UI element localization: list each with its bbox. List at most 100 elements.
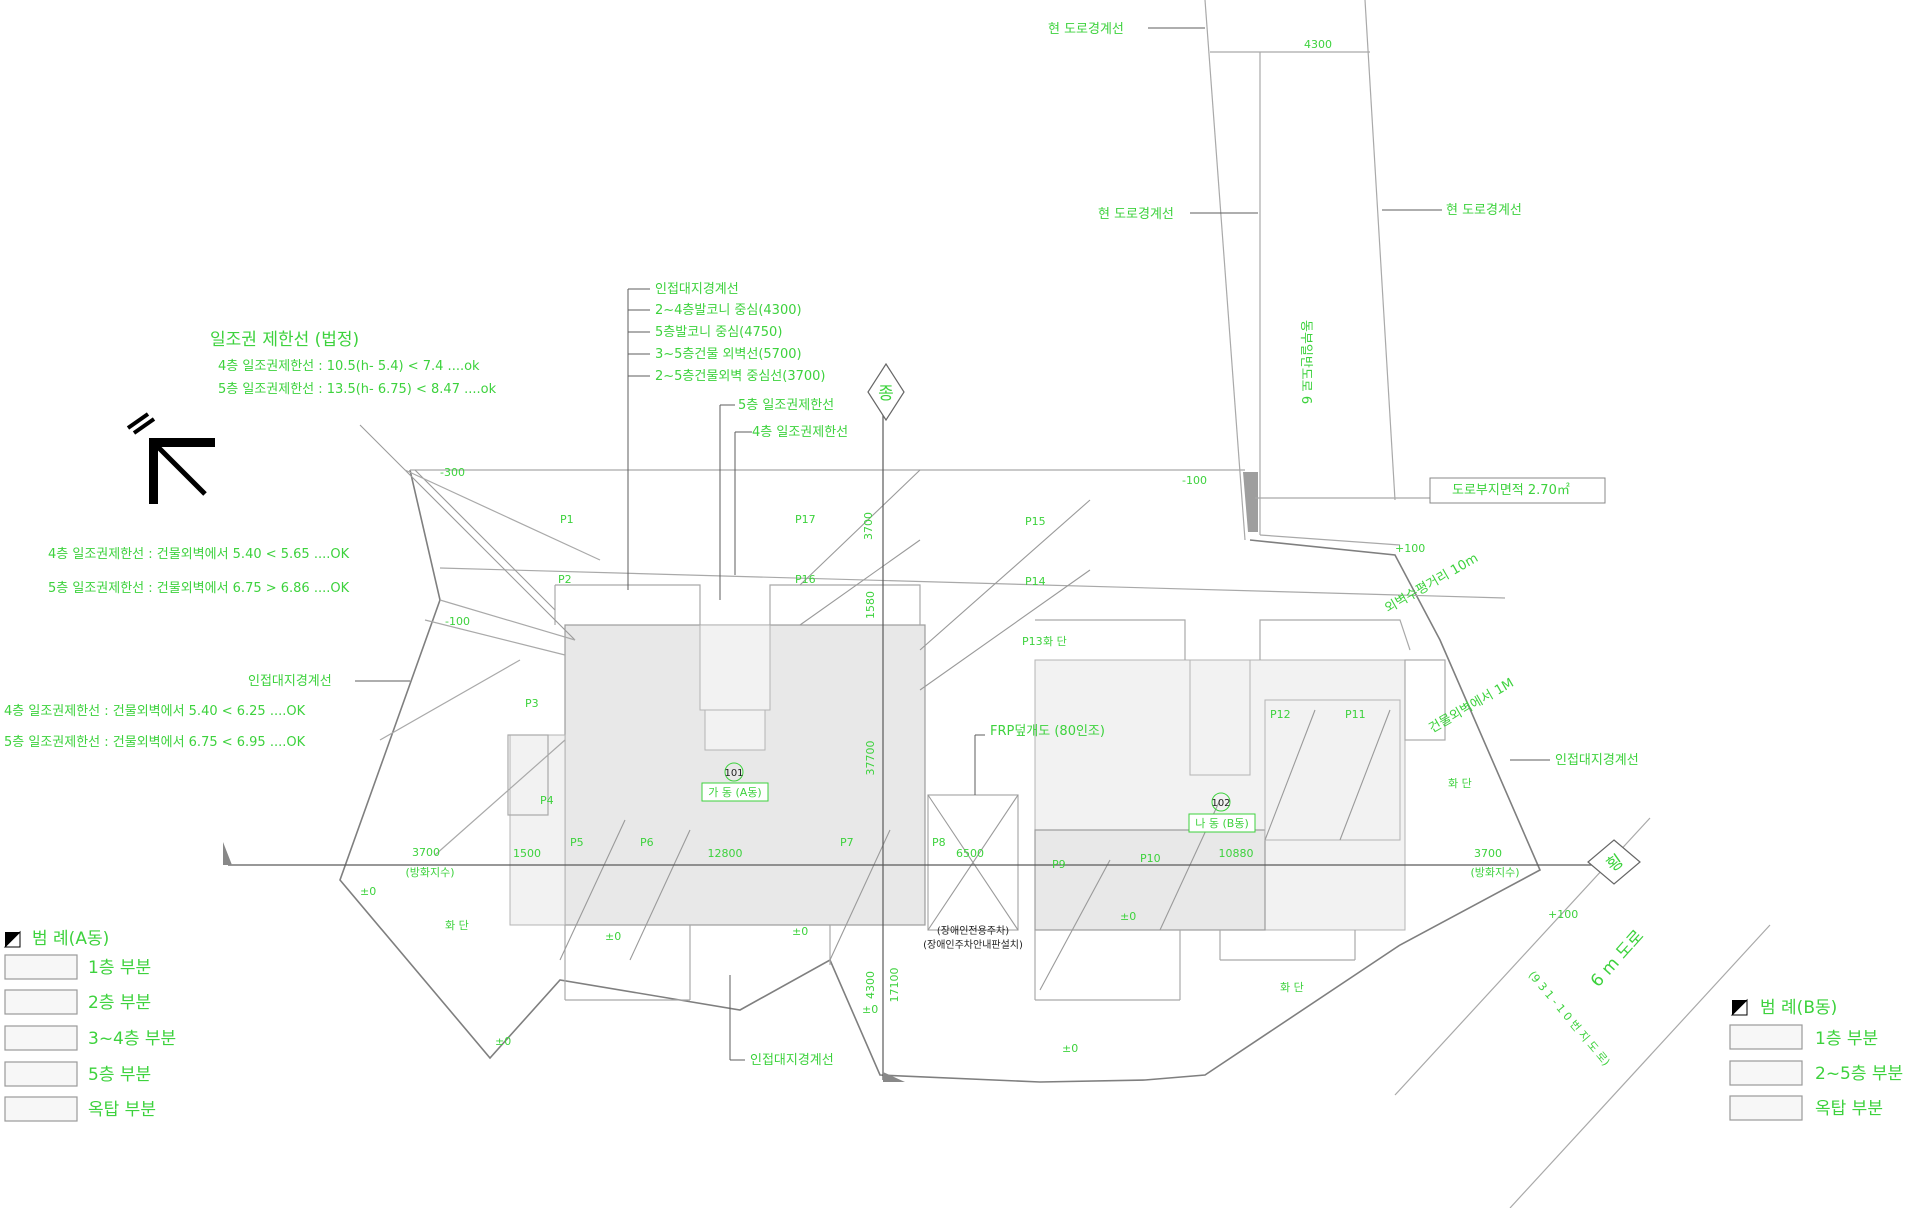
daylight-4f: 4층 일조권제한선 : 10.5(h- 5.4) < 7.4 ....ok [218,359,480,374]
pillar-7: P7 [840,836,854,849]
pillar-12: P12 [1270,708,1291,721]
legend-a-swatch-4 [4,1061,78,1087]
building-b [1034,619,1446,1001]
legend-a-swatch-3 [4,1025,78,1051]
level-1: -300 [440,466,465,479]
legend-a-item-2: 2층 부분 [88,993,151,1013]
north-arrow-icon [126,412,215,504]
dim-8: 3700 [862,512,875,540]
north-b-5f: 5층 일조권제한선 : 건물외벽에서 6.75 < 6.95 ....OK [4,735,306,750]
level-6: ±0 [360,885,376,898]
pillar-16: P16 [795,573,816,586]
level-8: ±0 [862,1003,878,1016]
pillar-17: P17 [795,513,816,526]
legend-a-item-5: 옥탑 부분 [88,1100,156,1120]
building-a-label: 가 동 (A동) [708,786,761,799]
north-a-5f: 5층 일조권제한선 : 건물외벽에서 6.75 > 6.86 ....OK [48,581,350,596]
legend-b-swatch-2 [1729,1060,1803,1086]
legend-a-swatch-2 [4,989,78,1015]
top-note-3: 5층발코니 중심(4750) [655,325,782,340]
legend-b-item-3: 옥탑 부분 [1815,1099,1883,1119]
building-b-tag: 102 나 동 (B동) [1188,792,1256,833]
pillar-1: P1 [560,513,574,526]
disabled-parking-2: (장애인주차안내판설치) [923,939,1023,951]
edge-note-2: 건물외벽에서 1M [1427,676,1517,737]
top-note-1: 인접대지경계선 [655,282,739,297]
level-12: ±0 [792,925,808,938]
small-note-2: 화 단 [1280,981,1304,994]
daylight-title: 일조권 제한선 (법정) [210,330,359,350]
pillar-8: P8 [932,836,946,849]
pillar-9: P9 [1052,858,1066,871]
hatch-diagonals [359,424,1391,991]
pillar-6: P6 [640,836,654,849]
level-10: ±0 [605,930,621,943]
legend-a-item-3: 3~4층 부분 [88,1029,176,1049]
level-5: +100 [1548,908,1578,921]
legend-a-item-4: 5층 부분 [88,1065,151,1085]
axis-cross-marker: 횡 [1587,839,1641,885]
pillar-14: P14 [1025,575,1046,588]
dim-1: 3700 [412,846,440,859]
parking-space [927,794,1019,931]
parking-note: FRP덮개도 (80인조) [990,724,1105,739]
north-a-4f: 4층 일조권제한선 : 건물외벽에서 5.40 < 5.65 ....OK [48,547,350,562]
legend-b-item-2: 2~5층 부분 [1815,1064,1903,1084]
road-6m-lines [1394,817,1771,1208]
building-a [507,584,926,1001]
road-name: 동부일반도로 6 [1298,320,1313,404]
legend-a-item-1: 1층 부분 [88,958,151,978]
building-a-tag: 101 가 동 (A동) [701,762,769,802]
level-3: -100 [445,615,470,628]
level-4: +100 [1395,542,1425,555]
site-line-bottom: 인접대지경계선 [750,1053,834,1068]
level-11: ±0 [1120,910,1136,923]
dim-10: 1580 [864,591,877,619]
site-boundary [339,469,1542,1083]
building-a-number: 101 [724,768,743,779]
legend-a: 범 례(A동) 1층 부분 2층 부분 3~4층 부분 5층 부분 옥탑 부분 [3,929,176,1122]
legend-b-item-1: 1층 부분 [1815,1029,1878,1049]
disabled-parking-1: (장애인전용주차) [937,925,1009,937]
legend-b: 범 례(B동) 1층 부분 2~5층 부분 옥탑 부분 [1729,998,1903,1121]
pillar-5: P5 [570,836,584,849]
pillar-11: P11 [1345,708,1366,721]
small-note-1: 화 단 [445,919,469,932]
dim-9: 37700 [864,741,877,776]
line-4f-note: 4층 일조권제한선 [752,425,848,440]
small-note-3: 화 단 [1448,777,1472,790]
dim-3: 12800 [708,847,743,860]
pillar-2: P2 [558,573,572,586]
pillar-4: P4 [540,794,554,807]
legend-a-swatch-5 [4,1096,78,1122]
site-line-right: 인접대지경계선 [1555,753,1639,768]
road-area-box [1429,477,1606,504]
pillar-3: P3 [525,697,539,710]
legend-b-title: 범 례(B동) [1760,998,1837,1018]
dim-2: 1500 [513,847,541,860]
north-b-4f: 4층 일조권제한선 : 건물외벽에서 5.40 < 6.25 ....OK [4,704,306,719]
legend-a-swatch-1 [4,954,78,980]
level-9: ±0 [1062,1042,1078,1055]
road-line-mid: 현 도로경계선 [1098,207,1174,222]
pillar-13: P13 [1022,635,1043,648]
road-boundary-lines [1204,0,1430,546]
legend-a-title: 범 례(A동) [32,929,109,949]
axis-lines [223,402,1600,1082]
dim-4: 6500 [956,847,984,860]
pillar-10: P10 [1140,852,1161,865]
dim-11: 4300 [864,971,877,999]
road-line-top: 현 도로경계선 [1048,22,1124,37]
road-area-label: 도로부지면적 2.70㎡ [1452,483,1570,498]
building-b-number: 102 [1211,798,1230,809]
dim-7: 4300 [1304,38,1332,51]
level-2: -100 [1182,474,1207,487]
line-5f-note: 5층 일조권제한선 [738,398,834,413]
building-b-label: 나 동 (B동) [1195,817,1248,830]
top-note-2: 2~4층발코니 중심(4300) [655,303,802,318]
road-line-right: 현 도로경계선 [1446,203,1522,218]
entrance-right: (방화지수) [1470,866,1519,879]
level-7: ±0 [495,1035,511,1048]
road-bottom-label: 6 m 도로 [1587,926,1648,991]
